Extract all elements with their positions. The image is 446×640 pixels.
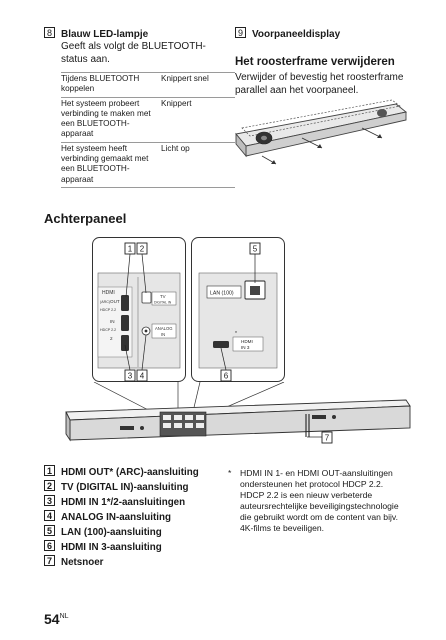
callout-5: 5 <box>253 245 258 254</box>
hdmi-in3-port <box>213 341 229 348</box>
page-number-value: 54 <box>44 611 60 627</box>
connector-list: 1 HDMI OUT* (ARC)-aansluiting 2 TV (DIGITAL… <box>44 465 199 570</box>
connector-item: 4 ANALOG IN-aansluiting <box>44 510 199 525</box>
led-description: Geeft als volgt de BLUETOOTH-status aan. <box>61 41 206 65</box>
footnote-text: HDMI IN 1- en HDMI OUT-aansluitingen ond… <box>240 468 399 533</box>
connector-item: 5 LAN (100)-aansluiting <box>44 525 199 540</box>
hdmi-in2-port <box>121 335 129 351</box>
callout-7: 7 <box>325 434 330 443</box>
out-label: OUT <box>110 299 120 304</box>
lan-label: LAN (100) <box>210 291 234 297</box>
analog-in-label: IN <box>161 332 165 337</box>
callout-4: 4 <box>140 372 145 381</box>
hdmi-out-port <box>121 295 129 311</box>
connector-number: 1 <box>44 465 55 476</box>
connector-label: LAN (100)-aansluiting <box>61 527 162 538</box>
connector-label: HDMI IN 1*/2-aansluitingen <box>61 497 186 508</box>
callout-2: 2 <box>140 245 145 254</box>
in3-label: IN 3 <box>241 345 250 350</box>
status-led: Licht op <box>161 142 235 188</box>
status-led: Knippert <box>161 97 235 143</box>
rear-panel-title: Achterpaneel <box>44 211 127 226</box>
connector-number: 3 <box>44 495 55 506</box>
connector-number: 7 <box>44 555 55 566</box>
callout-6: 6 <box>224 372 229 381</box>
status-state: Tijdens BLUETOOTH koppelen <box>61 72 161 98</box>
tv-label: TV <box>160 294 166 299</box>
arc-label: (ARC) <box>100 300 110 304</box>
status-row: Het systeem probeert verbinding te maken… <box>61 97 235 143</box>
connector-label: HDMI IN 3-aansluiting <box>61 542 162 553</box>
callout-1: 1 <box>128 245 133 254</box>
hdmi-in3-label: HDMI <box>241 339 253 344</box>
connector-item: 7 Netsnoer <box>44 555 199 570</box>
status-state: Het systeem heeft verbinding gemaakt met… <box>61 142 161 188</box>
in-label: IN <box>110 319 115 324</box>
connector-number: 6 <box>44 540 55 551</box>
page-number: 54NL <box>44 611 69 627</box>
connector-item: 1 HDMI OUT* (ARC)-aansluiting <box>44 465 199 480</box>
footnote-mark: * <box>228 468 232 478</box>
digital-in-label: DIGITAL IN <box>154 301 172 305</box>
rear-closeup-right: LAN (100) * HDMI IN 3 5 6 <box>191 237 285 382</box>
front-display-title: Voorpaneeldisplay <box>252 29 341 40</box>
connector-item: 6 HDMI IN 3-aansluiting <box>44 540 199 555</box>
connector-label: HDMI OUT* (ARC)-aansluiting <box>61 467 199 478</box>
callout-8: 8 <box>44 27 55 38</box>
callout-9: 9 <box>235 27 246 38</box>
status-led: Knippert snel <box>161 72 235 98</box>
callout-3: 3 <box>128 372 133 381</box>
led-title: Blauw LED-lampje <box>61 29 149 40</box>
grille-title: Het roosterframe verwijderen <box>235 56 395 68</box>
connector-item: 2 TV (DIGITAL IN)-aansluiting <box>44 480 199 495</box>
connector-number: 2 <box>44 480 55 491</box>
tv-digital-in-port <box>141 291 152 304</box>
page-language: NL <box>59 613 69 620</box>
soundbar-rear-illustration: 7 <box>65 382 411 444</box>
front-display-heading: 9 Voorpaneeldisplay <box>235 27 340 40</box>
connector-item: 3 HDMI IN 1*/2-aansluitingen <box>44 495 199 510</box>
hdmi-in1-port <box>121 315 129 331</box>
hdcp-label-2: HDCP 2.2 <box>100 328 116 332</box>
connector-number: 4 <box>44 510 55 521</box>
connector-label: ANALOG IN-aansluiting <box>61 512 171 523</box>
in2-label: 2 <box>110 336 113 341</box>
rear-closeup-left: HDMI OUT (ARC) HDCP 2.2 IN HDCP 2.2 2 TV… <box>92 237 186 382</box>
connector-label: Netsnoer <box>61 557 104 568</box>
grille-removal-illustration <box>235 99 408 165</box>
hdcp-label-1: HDCP 2.2 <box>100 308 116 312</box>
grille-description: Verwijder of bevestig het roosterframe p… <box>235 72 404 96</box>
connector-label: TV (DIGITAL IN)-aansluiting <box>61 482 189 493</box>
star-mark: * <box>235 331 237 337</box>
led-heading: 8 Blauw LED-lampje <box>44 27 148 40</box>
status-row: Het systeem heeft verbinding gemaakt met… <box>61 142 235 188</box>
hdmi-group-label: HDMI <box>102 290 115 296</box>
connector-number: 5 <box>44 525 55 536</box>
status-state: Het systeem probeert verbinding te maken… <box>61 97 161 143</box>
analog-label: ANALOG <box>155 326 172 331</box>
